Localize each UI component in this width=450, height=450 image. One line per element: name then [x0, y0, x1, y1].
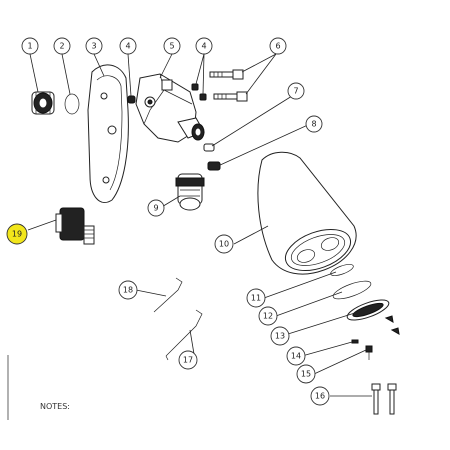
callout-label: 14: [291, 352, 301, 361]
callout-label: 11: [251, 294, 261, 303]
callout-label: 1: [27, 42, 32, 51]
part-5-body: [135, 73, 205, 143]
callout-label: 4: [201, 42, 206, 51]
callout-label: 7: [293, 87, 298, 96]
notes-label: NOTES:: [40, 402, 70, 411]
part-9-swivel: [175, 173, 205, 211]
callout-label: 19: [12, 230, 22, 239]
callout-label: 5: [169, 42, 174, 51]
callout-label: 2: [59, 42, 64, 51]
callout-19-highlighted: 19: [6, 223, 28, 245]
callout-18: 18: [118, 280, 138, 300]
callout-label: 9: [153, 204, 158, 213]
callout-2: 2: [53, 37, 71, 55]
leader-lines: [27, 53, 372, 397]
part-17-hex-key: [165, 309, 203, 361]
callout-16: 16: [310, 386, 330, 406]
callout-label: 8: [311, 120, 316, 129]
callout-8: 8: [305, 115, 323, 133]
callout-11: 11: [246, 288, 266, 308]
part-8-insert: [207, 161, 221, 171]
callout-5: 5: [163, 37, 181, 55]
callout-label: 13: [275, 332, 285, 341]
callout-6: 6: [269, 37, 287, 55]
callout-label: 12: [263, 312, 273, 321]
callout-17: 17: [178, 350, 198, 370]
callout-label: 18: [123, 286, 133, 295]
part-1-cartridge: [31, 91, 55, 115]
part-4-plug-left: [127, 95, 136, 104]
part-4-screws-right: [191, 83, 207, 101]
callout-14: 14: [286, 346, 306, 366]
callout-label: 4: [125, 42, 130, 51]
part-12-gasket-ring: [332, 280, 372, 300]
callout-9: 9: [147, 199, 165, 217]
callout-label: 17: [183, 356, 193, 365]
callout-1: 1: [21, 37, 39, 55]
part-2-oring: [64, 93, 80, 115]
callout-13: 13: [270, 326, 290, 346]
part-15-screw: [365, 345, 373, 360]
part-19-adapter: [55, 207, 95, 245]
part-3-gasket: [87, 64, 129, 203]
part-10-shower-head: [257, 151, 357, 275]
callout-label: 3: [91, 42, 96, 51]
callout-4-right: 4: [195, 37, 213, 55]
part-18-hex-key: [153, 277, 183, 313]
callout-7: 7: [287, 82, 305, 100]
part-13-spray-plate: [346, 299, 390, 321]
callout-label: 15: [301, 370, 311, 379]
callout-label: 16: [315, 392, 325, 401]
callout-4-left: 4: [119, 37, 137, 55]
callout-label: 6: [275, 42, 280, 51]
callout-15: 15: [296, 364, 316, 384]
callout-3: 3: [85, 37, 103, 55]
part-14-pin: [351, 339, 359, 344]
callout-12: 12: [258, 306, 278, 326]
part-13-screws: [384, 315, 400, 335]
part-6-bolts: [209, 69, 248, 102]
callout-10: 10: [214, 234, 234, 254]
part-16-long-screws: [371, 383, 397, 415]
callout-label: 10: [219, 240, 229, 249]
part-7-insert: [203, 143, 215, 152]
